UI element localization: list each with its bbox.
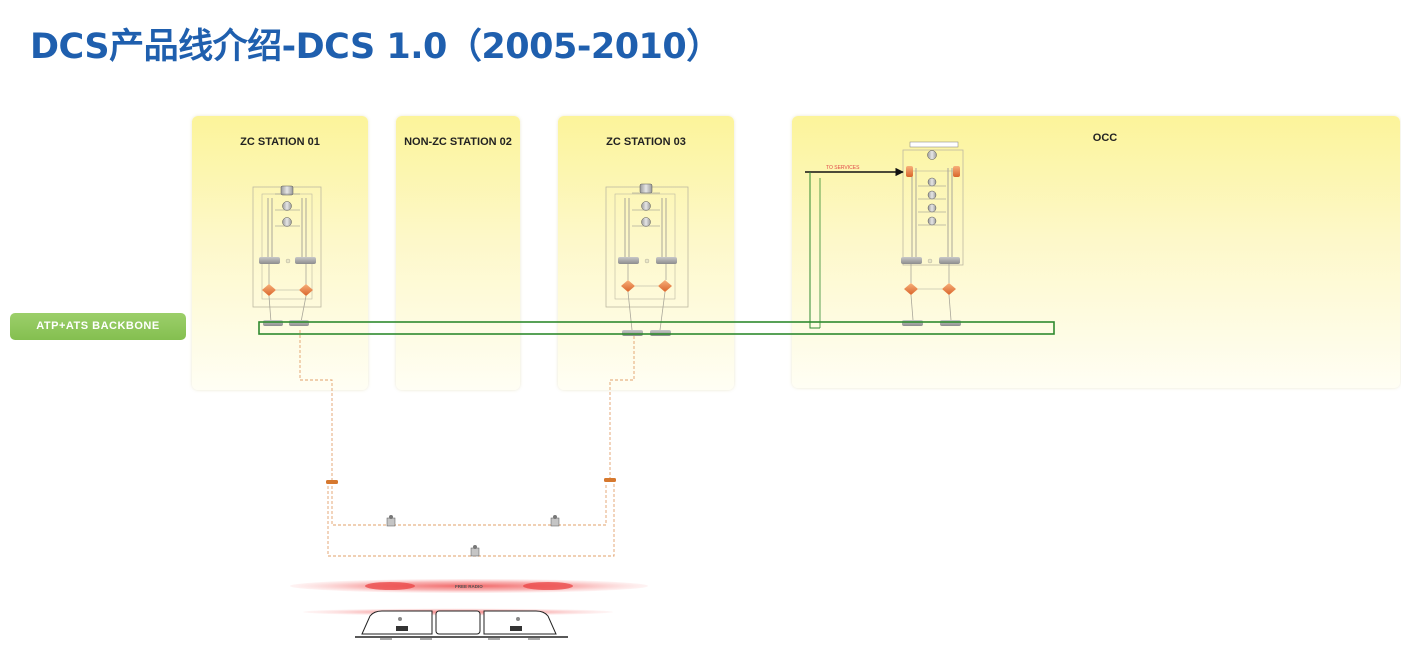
server-icon (927, 150, 937, 160)
panel-non-zc-station-02: NON-ZC STATION 02 (396, 116, 520, 390)
router-diamond-icon (942, 283, 956, 295)
wayside-access-point-icon (386, 515, 396, 527)
trackside-fiber (299, 330, 635, 557)
backbone-label: ATP+ATS BACKBONE (10, 313, 186, 340)
network-switch-icon (650, 330, 671, 336)
panel-label-non-zc-station-02: NON-ZC STATION 02 (404, 136, 512, 148)
network-switch-icon (901, 257, 922, 264)
server-icon (275, 185, 300, 196)
server-icon (927, 203, 937, 213)
server-icon (927, 177, 937, 187)
station-03-equipment (605, 183, 689, 336)
server-icon (632, 183, 660, 194)
network-switch-icon (622, 330, 643, 336)
fiber-junction-icon (326, 480, 338, 484)
router-diamond-icon (953, 166, 960, 177)
router-diamond-icon (658, 280, 672, 292)
server-icon (927, 216, 937, 226)
server-icon (927, 190, 937, 200)
server-icon (275, 201, 300, 211)
radio-coverage-hotspot (523, 582, 573, 590)
server-icon (632, 201, 660, 211)
panel-zc-station-03: ZC STATION 03 (558, 116, 734, 390)
panel-occ: OCC (792, 116, 1400, 388)
network-switch-icon (939, 257, 960, 264)
router-diamond-icon (621, 280, 635, 292)
server-icon (632, 217, 660, 227)
slide-title: DCS产品线介绍-DCS 1.0（2005-2010） (30, 27, 721, 67)
network-switch-icon (618, 257, 639, 264)
fiber-junction-icon (604, 478, 616, 482)
station-01-equipment (252, 185, 322, 326)
occ-equipment: TO SERVICES (805, 141, 964, 329)
network-switch-icon (289, 320, 309, 326)
radio-coverage-hotspot (365, 582, 415, 590)
svg-text:FREE RADIO: FREE RADIO (455, 584, 483, 589)
router-diamond-icon (906, 166, 913, 177)
backbone-bus (258, 321, 1055, 335)
network-switch-icon (259, 257, 280, 264)
network-switch-icon (656, 257, 677, 264)
server-icon (275, 217, 300, 227)
svg-text:TO SERVICES: TO SERVICES (826, 165, 860, 171)
network-switch-icon (902, 320, 923, 326)
network-switch-icon (263, 320, 283, 326)
network-switch-icon (940, 320, 961, 326)
panel-label-zc-station-01: ZC STATION 01 (240, 136, 320, 148)
train-icon (355, 610, 568, 640)
network-switch-icon (295, 257, 316, 264)
panel-label-occ: OCC (1092, 132, 1118, 144)
router-diamond-icon (904, 283, 918, 295)
router-diamond-icon (299, 284, 313, 296)
panel-zc-station-01: ZC STATION 01 (192, 116, 368, 390)
panel-label-zc-station-03: ZC STATION 03 (606, 136, 686, 148)
wayside-access-point-icon (470, 545, 480, 557)
wayside-access-point-icon (550, 515, 560, 527)
router-diamond-icon (262, 284, 276, 296)
